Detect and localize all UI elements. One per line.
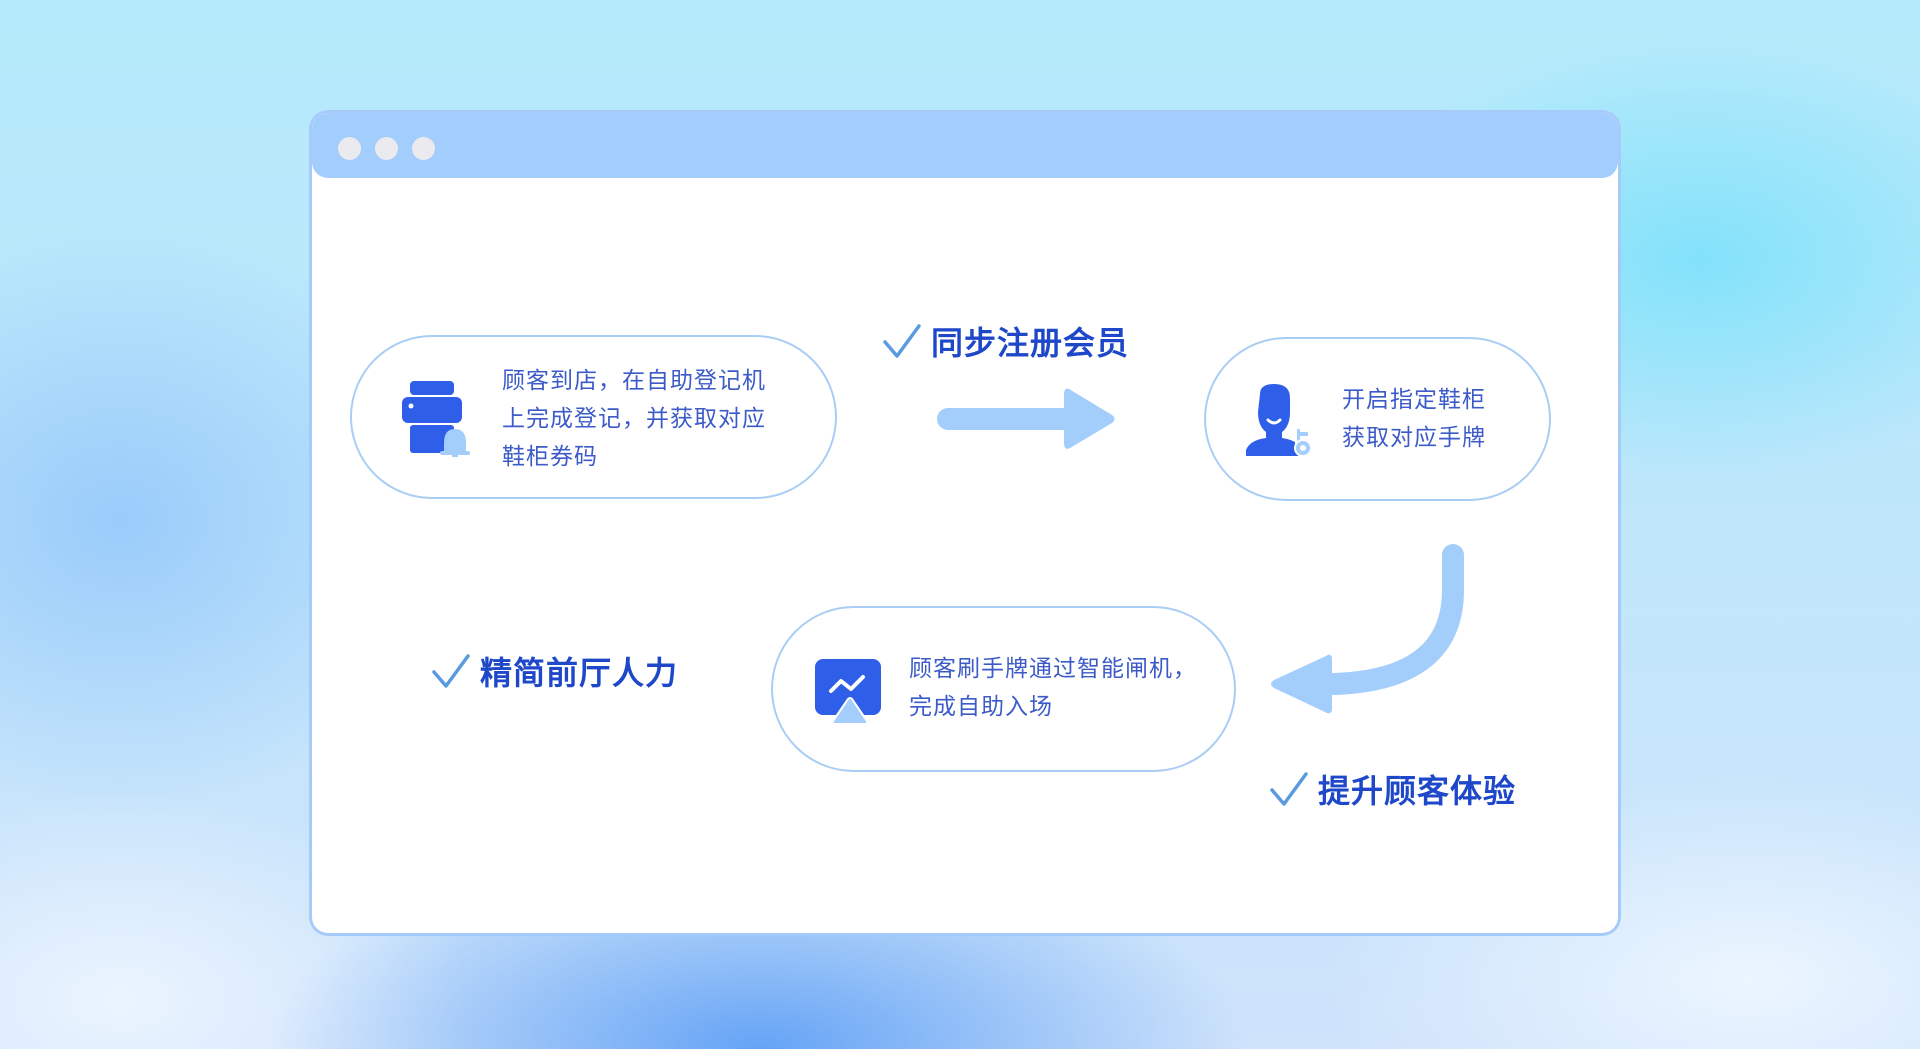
step-2-line-2: 获取对应手牌 [1342,425,1486,451]
benefit-label: 同步注册会员 [931,324,1130,362]
benefit-label: 提升顾客体验 [1318,772,1517,810]
step-2-line-1: 开启指定鞋柜 [1342,387,1486,413]
step-3-text: 顾客刷手牌通过智能闸机， 完成自助入场 [909,650,1197,726]
gate-screen-icon [815,659,883,725]
printer-bell-icon [402,381,472,457]
benefit-label: 精简前厅人力 [480,654,679,692]
step-1-line-3: 鞋柜券码 [502,444,598,470]
arrow-right-icon [936,385,1118,455]
browser-window [312,113,1618,933]
check-icon [883,322,921,360]
step-3-pill: 顾客刷手牌通过智能闸机， 完成自助入场 [771,606,1236,772]
step-2-pill: 开启指定鞋柜 获取对应手牌 [1204,337,1551,501]
step-3-line-2: 完成自助入场 [909,694,1053,720]
person-key-icon [1246,384,1318,458]
window-dot-2 [375,137,398,160]
check-icon [1270,770,1308,808]
window-titlebar [312,113,1618,178]
step-1-pill: 顾客到店，在自助登记机 上完成登记，并获取对应 鞋柜券码 [350,335,837,499]
benefit-reduce-staff: 精简前厅人力 [432,648,678,694]
step-3-line-1: 顾客刷手牌通过智能闸机， [909,656,1197,682]
step-2-text: 开启指定鞋柜 获取对应手牌 [1342,381,1486,457]
benefit-sync-membership: 同步注册会员 [883,318,1129,364]
window-dot-3 [412,137,435,160]
check-icon [432,652,470,690]
arrow-curved-icon [1262,540,1472,730]
step-1-text: 顾客到店，在自助登记机 上完成登记，并获取对应 鞋柜券码 [502,362,766,476]
window-dot-1 [338,137,361,160]
benefit-improve-experience: 提升顾客体验 [1270,766,1516,812]
step-1-line-1: 顾客到店，在自助登记机 [502,368,766,394]
step-1-line-2: 上完成登记，并获取对应 [502,406,766,432]
